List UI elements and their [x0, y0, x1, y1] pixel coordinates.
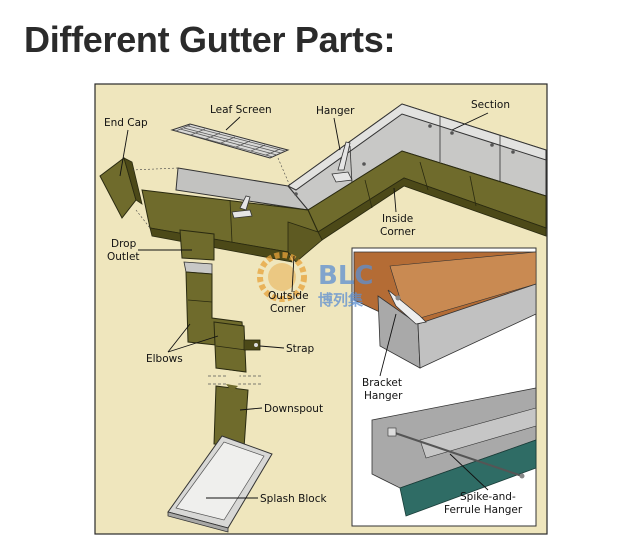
label-bracket-hanger-line2: Hanger — [364, 390, 403, 402]
label-outside-corner-line1: Outside — [268, 290, 309, 302]
elbows — [185, 271, 247, 373]
leaf-screen — [170, 123, 291, 187]
label-spike-ferrule-line1: Spike-and- — [460, 491, 516, 503]
label-outside-corner-line2: Corner — [270, 303, 306, 315]
label-hanger: Hanger — [316, 105, 355, 117]
watermark-chinese: 博列集 — [318, 291, 364, 309]
brand-watermark: BLC 博列集 — [257, 252, 373, 309]
leader-lines — [119, 112, 489, 499]
page-title: Different Gutter Parts: — [24, 19, 396, 60]
label-drop-outlet-line2: Outlet — [107, 251, 140, 263]
downspout-part — [208, 370, 262, 449]
label-spike-ferrule-line2: Ferrule Hanger — [444, 504, 523, 516]
label-inside-corner-line1: Inside — [382, 213, 413, 225]
inset-panel — [351, 247, 537, 527]
label-downspout: Downspout — [264, 403, 323, 415]
hanger-part — [231, 141, 353, 219]
watermark-gear-icon — [257, 252, 307, 302]
label-strap: Strap — [286, 343, 315, 355]
strap-part — [243, 339, 261, 351]
watermark-letters: BLC — [318, 261, 373, 291]
label-splash-block: Splash Block — [260, 493, 327, 505]
part-labels: End Cap Leaf Screen Hanger Section Insid… — [104, 99, 523, 516]
label-section: Section — [471, 99, 510, 111]
label-inside-corner-line2: Corner — [380, 226, 416, 238]
label-elbows: Elbows — [146, 353, 183, 365]
label-drop-outlet-line1: Drop — [111, 238, 137, 250]
drop-outlet — [179, 229, 215, 275]
label-end-cap: End Cap — [104, 117, 148, 129]
label-bracket-hanger-line1: Bracket — [362, 377, 402, 389]
splash-block — [167, 435, 273, 533]
end-cap — [99, 157, 179, 229]
spike-ferrule-detail — [371, 387, 537, 517]
label-leaf-screen: Leaf Screen — [210, 104, 272, 116]
bracket-hanger-detail — [353, 251, 537, 369]
